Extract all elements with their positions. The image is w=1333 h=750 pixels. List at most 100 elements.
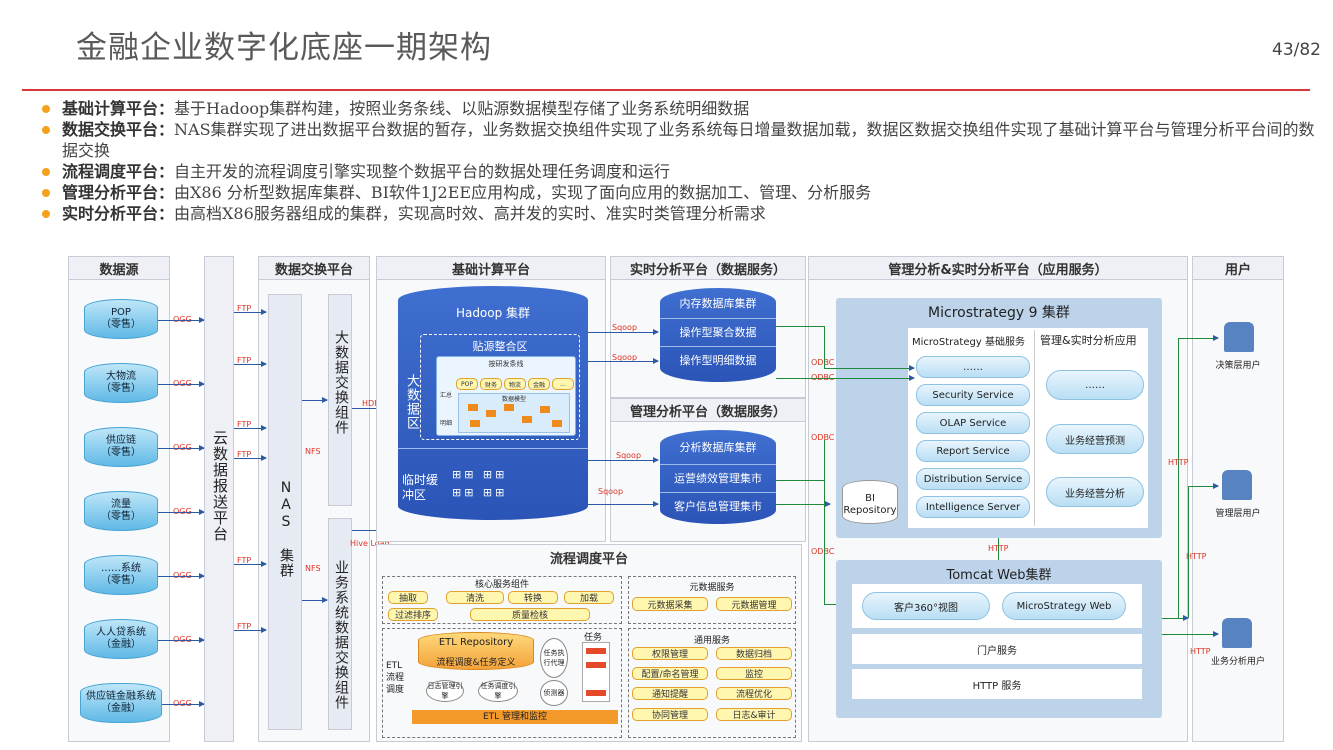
ftp-label: FTP: [237, 450, 252, 459]
ftp-label: FTP: [237, 304, 252, 313]
realtime-header: 实时分析平台（数据服务）: [610, 256, 806, 280]
exchange-header: 数据交换平台: [258, 256, 370, 280]
etl-mgmt-bar: ETL 管理和监控: [412, 710, 618, 724]
nfs-arrow: [302, 397, 328, 403]
tomcat-title: Tomcat Web集群: [946, 568, 1052, 583]
etl-label: 流程: [386, 673, 405, 683]
metadata-box: [628, 576, 796, 624]
ogg-arrow: [162, 701, 205, 707]
ms-base-label: MicroStrategy 基础服务: [912, 337, 1025, 348]
bullet-item: 基础计算平台：基于Hadoop集群构建，按照业务条线、以贴源数据模型存储了业务系…: [40, 98, 1320, 119]
ms-mgmt-label: 管理&实时分析应用: [1040, 334, 1137, 347]
etl-repository: [418, 632, 534, 670]
bullet-key: 流程调度平台：: [62, 162, 175, 181]
source-traffic: 流量（零售）: [84, 491, 158, 531]
model-tab: 财务: [480, 378, 502, 390]
odbc-label: ODBC: [811, 373, 834, 382]
odbc-link: [824, 326, 825, 368]
odbc-label: ODBC: [811, 547, 835, 556]
analytic-db-label: 分析数据库集群: [679, 441, 757, 454]
ms-service-distribution: Distribution Service: [916, 468, 1030, 490]
title-rule: [22, 89, 1310, 91]
http-link: [1188, 486, 1189, 618]
common-service-label: 通用服务: [693, 636, 730, 646]
common-service-item: 日志&审计: [716, 708, 792, 721]
ogg-label: OGG: [173, 443, 192, 452]
task-item: [586, 690, 606, 696]
common-service-item: 权限管理: [632, 647, 708, 660]
source-name: 流量: [111, 499, 131, 510]
source-sub: （金融）: [101, 639, 141, 650]
common-service-item: 通知提醒: [632, 687, 708, 700]
filter-sort-step: 过滤排序: [388, 608, 438, 621]
entity-block: [468, 404, 478, 411]
microstrategy-web[interactable]: MicroStrategy Web: [1002, 592, 1126, 620]
sqoop-label: Sqoop: [612, 323, 638, 332]
common-service-item: 监控: [716, 667, 792, 680]
customer-360-view[interactable]: 客户360°视图: [862, 592, 990, 620]
ogg-label: OGG: [173, 635, 192, 644]
ftp-arrow: [234, 361, 267, 367]
nfs-label: NFS: [305, 447, 321, 456]
nfs-arrow: [302, 597, 328, 603]
sqoop-arrow: [588, 457, 659, 463]
task-scheduler: 任务调度引擎: [478, 680, 518, 702]
hive-load-label: Hive Load: [350, 539, 390, 548]
sqoop-arrow: [588, 329, 659, 335]
ftp-arrow: [234, 309, 267, 315]
bullet-list: 基础计算平台：基于Hadoop集群构建，按照业务条线、以贴源数据模型存储了业务系…: [40, 98, 1320, 224]
ms-service: ……: [916, 356, 1030, 378]
staging-zone-label: 贴源整合区: [472, 340, 528, 353]
entity-block: [522, 416, 532, 423]
cloud-submission-bar: [204, 256, 234, 742]
model-tab: 物流: [504, 378, 526, 390]
source-other: ……系统（零售）: [84, 555, 158, 595]
bullet-text: 基于Hadoop集群构建，按照业务条线、以贴源数据模型存储了业务系统明细数据: [174, 99, 750, 118]
biz-exchange-bar: [328, 518, 352, 730]
ftp-label: FTP: [237, 356, 252, 365]
nfs-label: NFS: [305, 564, 321, 573]
ogg-arrow: [158, 509, 205, 515]
ms-app: ……: [1046, 370, 1144, 400]
analyst-user-label: 业务分析用户: [1210, 657, 1265, 667]
etl-def-label: 流程调度&任务定义: [436, 658, 516, 668]
odbc-arrow: [824, 365, 915, 371]
sqoop-arrow: [588, 501, 659, 507]
http-arrow: [1178, 335, 1219, 341]
scheduler-header: 流程调度平台: [549, 552, 628, 567]
source-name: 大物流: [106, 371, 136, 382]
ftp-label: FTP: [237, 622, 252, 631]
zone-divider: [398, 448, 588, 449]
ogg-arrow: [158, 637, 205, 643]
transform-step: 转换: [508, 591, 558, 604]
bullet-key: 数据交换平台：: [62, 120, 175, 139]
ogg-arrow: [158, 317, 205, 323]
ftp-label: FTP: [237, 420, 252, 429]
ftp-arrow: [234, 425, 267, 431]
source-sub: （零售）: [101, 511, 141, 522]
task-agent: 任务执行代理: [540, 638, 568, 678]
source-supply: 供应链（零售）: [84, 427, 158, 467]
source-sub: （零售）: [101, 383, 141, 394]
bullet-item: 数据交换平台：NAS集群实现了进出数据平台数据的暂存，业务数据交换组件实现了业务…: [40, 119, 1320, 161]
ogg-label: OGG: [173, 379, 192, 388]
model-tab: ...: [552, 378, 574, 390]
ms-divider: [1034, 330, 1035, 526]
etl-label: ETL: [386, 661, 403, 671]
etl-repo-label: ETL Repository: [438, 637, 514, 648]
summary-label: 汇总: [440, 392, 453, 399]
ftp-arrow: [234, 627, 267, 633]
log-engine: 日志管理引擎: [426, 680, 464, 702]
memdb-cluster-label: 内存数据库集群: [679, 297, 757, 310]
staging-zone: [420, 334, 580, 440]
detail-label: 明细: [440, 420, 453, 427]
meta-collect: 元数据采集: [632, 597, 708, 611]
entity-block: [540, 406, 550, 413]
ms-app-analysis: 业务经营分析: [1046, 477, 1144, 507]
entity-block: [486, 410, 496, 417]
sqoop-arrow: [588, 358, 659, 364]
meta-manage: 元数据管理: [716, 597, 792, 611]
odbc-link: [776, 326, 824, 327]
source-p2p: 人人贷系统（金融）: [84, 619, 158, 659]
ftp-label: FTP: [237, 556, 252, 565]
